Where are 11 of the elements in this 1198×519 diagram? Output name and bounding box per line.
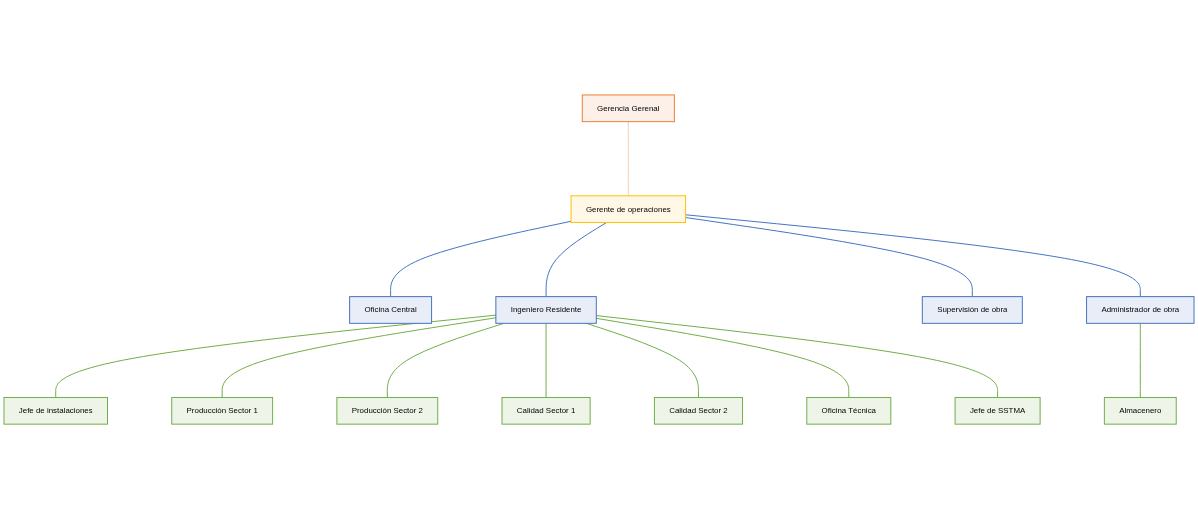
connector — [1139, 322, 1141, 398]
connector — [390, 220, 572, 298]
connector — [685, 216, 973, 298]
connector — [595, 317, 850, 398]
connector — [545, 221, 608, 298]
connector — [595, 315, 999, 398]
connector — [545, 322, 547, 398]
connector — [55, 314, 497, 398]
connector — [627, 121, 629, 197]
connector — [221, 317, 497, 398]
connector — [685, 214, 1141, 298]
